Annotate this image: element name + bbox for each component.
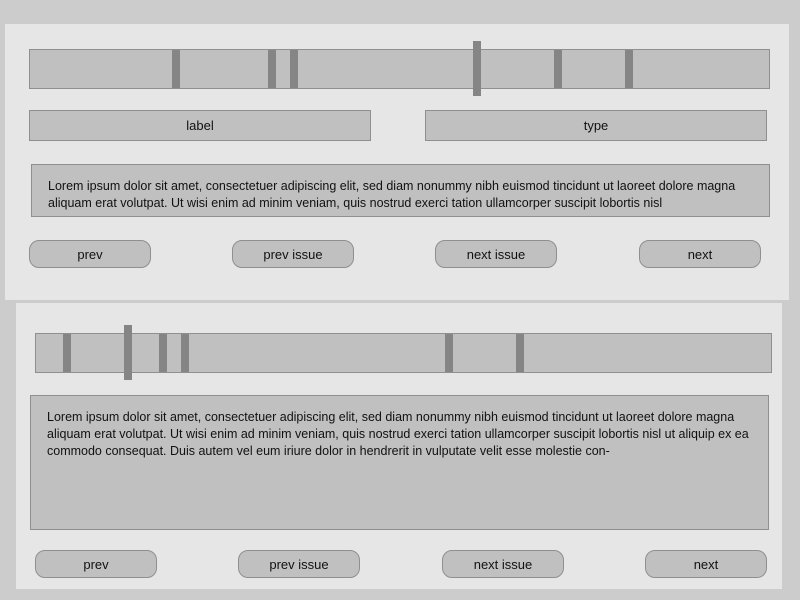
- timeline-marker[interactable]: [172, 50, 180, 88]
- next-button-label: next: [687, 246, 713, 262]
- next-issue-button[interactable]: next issue: [442, 550, 564, 578]
- timeline-track[interactable]: [35, 325, 772, 380]
- next-issue-button-label: next issue: [466, 246, 526, 262]
- next-button[interactable]: next: [639, 240, 761, 268]
- bottom-panel: Lorem ipsum dolor sit amet, consectetuer…: [16, 303, 782, 589]
- timeline-marker[interactable]: [290, 50, 298, 88]
- timeline-marker[interactable]: [445, 334, 453, 372]
- prev-issue-button[interactable]: prev issue: [232, 240, 354, 268]
- timeline-marker[interactable]: [625, 50, 633, 88]
- prev-issue-button[interactable]: prev issue: [238, 550, 360, 578]
- type-field[interactable]: type: [425, 110, 767, 141]
- description-text: Lorem ipsum dolor sit amet, consectetuer…: [48, 179, 736, 210]
- prev-button[interactable]: prev: [35, 550, 157, 578]
- prev-button-label: prev: [77, 246, 103, 262]
- description-text-area[interactable]: Lorem ipsum dolor sit amet, consectetuer…: [31, 164, 770, 217]
- prev-issue-button-label: prev issue: [269, 556, 329, 572]
- description-text-area[interactable]: Lorem ipsum dolor sit amet, consectetuer…: [30, 395, 769, 530]
- timeline-current-marker[interactable]: [473, 41, 481, 96]
- prev-button-label: prev: [83, 556, 109, 572]
- prev-issue-button-label: prev issue: [263, 246, 323, 262]
- prev-button[interactable]: prev: [29, 240, 151, 268]
- type-field-text: type: [583, 118, 609, 133]
- next-issue-button[interactable]: next issue: [435, 240, 557, 268]
- timeline-track[interactable]: [29, 41, 770, 96]
- next-issue-button-label: next issue: [473, 556, 533, 572]
- timeline-marker[interactable]: [516, 334, 524, 372]
- next-button-label: next: [693, 556, 719, 572]
- timeline-marker[interactable]: [554, 50, 562, 88]
- timeline-marker[interactable]: [181, 334, 189, 372]
- top-panel: label type Lorem ipsum dolor sit amet, c…: [5, 24, 789, 300]
- label-field-text: label: [186, 118, 214, 133]
- label-field[interactable]: label: [29, 110, 371, 141]
- description-text: Lorem ipsum dolor sit amet, consectetuer…: [47, 410, 749, 458]
- timeline-current-marker[interactable]: [124, 325, 132, 380]
- timeline-marker[interactable]: [268, 50, 276, 88]
- timeline-marker[interactable]: [159, 334, 167, 372]
- timeline-marker[interactable]: [63, 334, 71, 372]
- next-button[interactable]: next: [645, 550, 767, 578]
